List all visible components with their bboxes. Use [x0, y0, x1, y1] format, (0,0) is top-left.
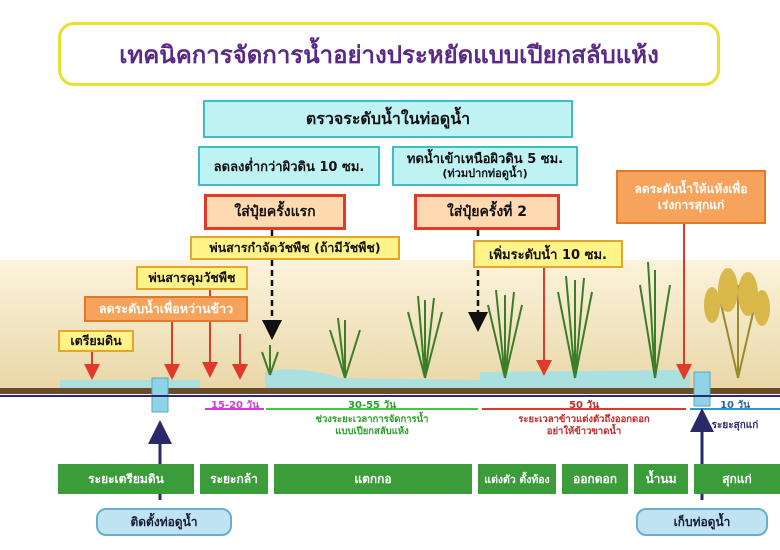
raise-water-box: เพิ่มระดับน้ำ 10 ซม.	[473, 240, 623, 268]
p2-note-line1: ช่วงระยะเวลาการจัดการน้ำ	[315, 414, 429, 425]
check-water-box: ตรวจระดับน้ำในท่อดูน้ำ	[203, 100, 573, 138]
stage-seedling: ระยะกล้า	[200, 464, 268, 494]
soil-bottom	[0, 388, 780, 394]
stage-milk: น้ำนม	[634, 464, 688, 494]
water-layer	[60, 369, 690, 388]
flood-water-line2: (ท่วมปากท่อดูน้ำ)	[442, 167, 528, 181]
period-p4-note: ระยะสุกแก่	[711, 420, 759, 431]
rice-plants	[261, 261, 757, 379]
p3-note-line2: อย่าให้ข้าวขาดน้ำ	[546, 426, 622, 438]
herbicide-box: พ่นสารกำจัดวัชพืช (ถ้ามีวัชพืช)	[190, 236, 400, 260]
p2-note-line2: แบบเปียกสลับแห้ง	[335, 426, 409, 438]
stage-tillering: แตกกอ	[274, 464, 472, 494]
harvest-drain-line2: เร่งการสุกแก่	[657, 198, 725, 212]
second-fertilizer-box: ใส่ปุ๋ยครั้งที่ 2	[414, 194, 560, 230]
rice-grains	[704, 268, 770, 326]
water-pipe	[693, 371, 711, 407]
period-p2-note: ช่วงระยะเวลาการจัดการน้ำ แบบเปียกสลับแห้…	[266, 414, 478, 439]
period-p3-label: 50 วัน	[569, 400, 599, 411]
period-p1-label: 15-20 วัน	[211, 400, 259, 411]
stage-booting: แต่งตัว ตั้งท้อง	[478, 464, 556, 494]
flood-water-box: ทดน้ำเข้าเหนือผิวดิน 5 ซม. (ท่วมปากท่อดู…	[392, 146, 578, 186]
lower-for-sowing-box: ลดระดับน้ำเพื่อหว่านข้าว	[84, 296, 248, 322]
collect-pipe-label: เก็บท่อดูน้ำ	[636, 508, 768, 536]
period-p4-label: 10 วัน	[720, 400, 750, 411]
p3-note-line1: ระยะเวลาข้าวแต่งตัวถึงออกดอก	[518, 414, 650, 425]
stage-flowering: ออกดอก	[562, 464, 628, 494]
pre-emergence-box: พ่นสารคุมวัชพืช	[136, 266, 248, 290]
period-p3-note: ระยะเวลาข้าวแต่งตัวถึงออกดอก อย่าให้ข้าว…	[482, 414, 686, 439]
harvest-drain-box: ลดระดับน้ำให้แห้งเพื่อ เร่งการสุกแก่	[616, 170, 766, 224]
install-pipe-label: ติดตั้งท่อดูน้ำ	[96, 508, 232, 536]
flood-water-line1: ทดน้ำเข้าเหนือผิวดิน 5 ซม.	[406, 151, 564, 167]
stage-soil-prep: ระยะเตรียมดิน	[58, 464, 194, 494]
period-p2-label: 30-55 วัน	[348, 400, 396, 411]
page-title: เทคนิคการจัดการน้ำอย่างประหยัดแบบเปียกสล…	[58, 22, 720, 86]
harvest-drain-line1: ลดระดับน้ำให้แห้งเพื่อ	[634, 181, 748, 196]
prepare-soil-box: เตรียมดิน	[58, 330, 134, 352]
lower-water-box: ลดลงต่ำกว่าผิวดิน 10 ซม.	[198, 146, 380, 186]
first-fertilizer-box: ใส่ปุ๋ยครั้งแรก	[204, 194, 346, 230]
stage-ripening: สุกแก่	[694, 464, 780, 494]
